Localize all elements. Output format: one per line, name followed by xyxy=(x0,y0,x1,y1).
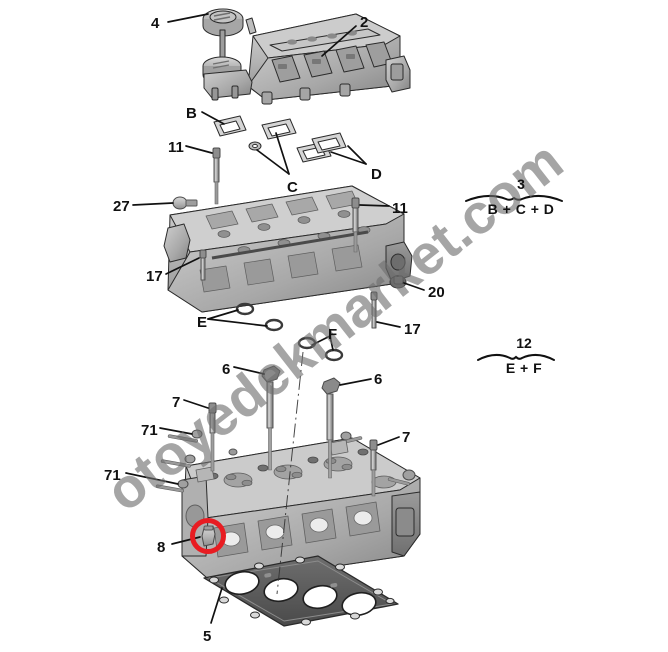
callout-6-b: 6 xyxy=(374,371,383,388)
group-braces xyxy=(465,195,563,361)
callout-8: 8 xyxy=(157,539,166,556)
callout-20: 20 xyxy=(428,284,445,301)
part-head-gasket xyxy=(203,555,399,627)
centreline xyxy=(276,351,304,595)
callout-C: C xyxy=(287,179,298,196)
bolt-11a xyxy=(212,147,221,205)
stud-right-1 xyxy=(340,431,363,443)
bolt-17b xyxy=(370,291,378,329)
callout-D: D xyxy=(371,166,382,183)
bolt-6b xyxy=(321,377,341,479)
part-gasket-B xyxy=(213,115,247,137)
part-o-ring-e-2 xyxy=(264,318,284,332)
group-annotation-12: 12 E + F xyxy=(478,336,570,375)
callout-11-a: 11 xyxy=(168,139,184,156)
bolt-17a xyxy=(199,249,207,281)
group-12-number: 12 xyxy=(516,335,532,351)
callout-B: B xyxy=(186,105,197,122)
callout-6-a: 6 xyxy=(222,361,231,378)
highlight-ring xyxy=(190,518,226,554)
stud-71-3 xyxy=(155,479,189,493)
callout-E: E xyxy=(197,314,208,331)
callout-2: 2 xyxy=(360,14,369,31)
plug-27 xyxy=(172,196,198,210)
part-gasket-C xyxy=(261,118,297,140)
part-intake-manifold xyxy=(245,13,411,105)
part-oil-filler-cap xyxy=(202,8,253,101)
part-o-ring-f-2 xyxy=(324,348,344,362)
leader-lines xyxy=(125,13,425,624)
stud-right-2 xyxy=(387,469,416,486)
bolt-7a xyxy=(208,402,217,472)
part-gasket-D-2 xyxy=(311,132,347,154)
stud-71-2 xyxy=(160,454,196,468)
screw-misc-1 xyxy=(228,448,238,456)
callout-71-a: 71 xyxy=(141,422,158,439)
callout-71-b: 71 xyxy=(104,467,121,484)
callout-F: F xyxy=(328,326,338,343)
callout-4: 4 xyxy=(151,15,160,32)
group-3-expression: B + C + D xyxy=(487,201,555,217)
group-annotation-3: 3 B + C + D xyxy=(466,177,576,216)
callout-7-a: 7 xyxy=(172,394,181,411)
bolt-11b xyxy=(351,197,360,253)
sensor-20 xyxy=(389,275,407,289)
callout-11-b: 11 xyxy=(392,200,408,217)
bolt-6a xyxy=(261,365,281,471)
part-o-ring-f-1 xyxy=(297,336,317,350)
part-gasket-C-small xyxy=(248,141,262,151)
callout-27: 27 xyxy=(113,198,130,215)
callout-17-a: 17 xyxy=(146,268,163,285)
part-o-ring-e-1 xyxy=(235,302,255,316)
group-3-number: 3 xyxy=(517,176,525,192)
callout-5: 5 xyxy=(203,628,212,645)
callout-7-b: 7 xyxy=(402,429,411,446)
bolt-7b xyxy=(369,439,378,497)
part-cylinder-head xyxy=(181,437,421,585)
group-12-expression: E + F xyxy=(505,360,543,376)
part-camshaft-housing xyxy=(163,185,413,313)
callout-17-b: 17 xyxy=(404,321,421,338)
